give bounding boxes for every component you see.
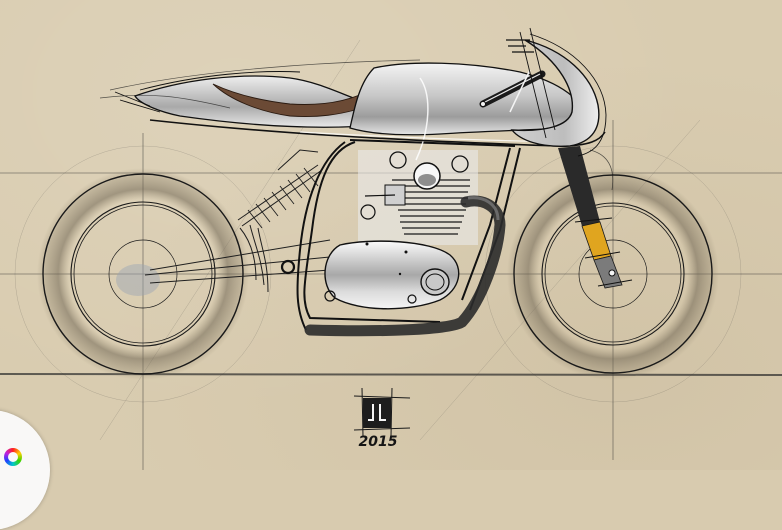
signature-year: 2015 xyxy=(358,434,398,450)
exhaust xyxy=(304,195,506,337)
color-wheel-icon[interactable] xyxy=(4,448,22,466)
monogram-box xyxy=(363,398,391,428)
handlebar xyxy=(479,27,556,139)
front-fork xyxy=(558,146,633,289)
motorcycle-sketch xyxy=(0,27,782,470)
monogram-jl-icon xyxy=(368,404,386,421)
rear-shock xyxy=(144,149,341,293)
engine-case xyxy=(324,240,460,310)
artist-signature: 2015 xyxy=(352,386,412,456)
fairing xyxy=(510,33,607,157)
engine xyxy=(358,150,478,245)
rear-wheel xyxy=(37,168,249,380)
signature-frame-lines xyxy=(353,387,411,436)
